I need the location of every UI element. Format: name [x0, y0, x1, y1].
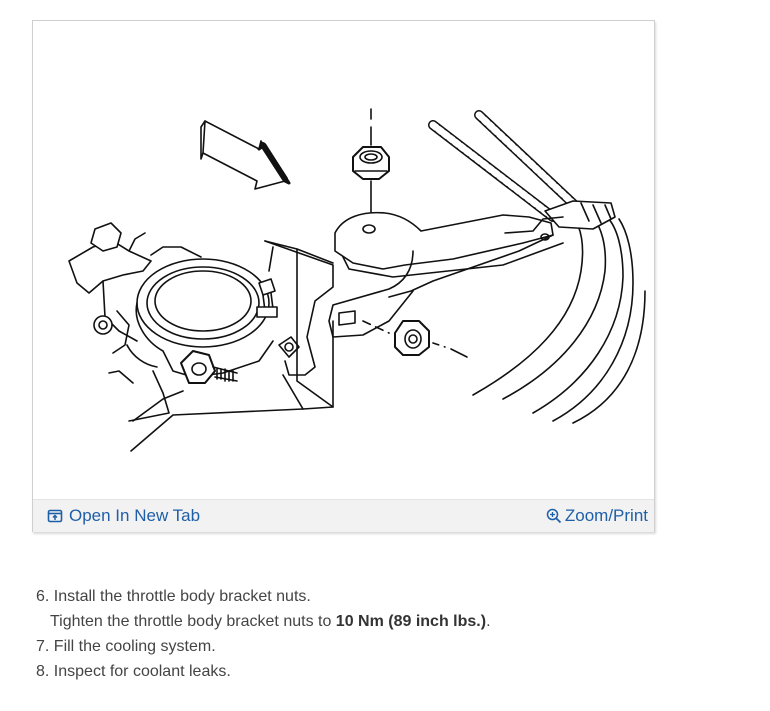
open-in-new-tab-label: Open In New Tab	[69, 506, 201, 525]
step-text: Inspect for coolant leaks.	[53, 663, 231, 680]
top-nut	[352, 108, 390, 226]
zoom-in-icon	[546, 508, 561, 524]
step-7: 7. Fill the cooling system.	[36, 634, 736, 659]
open-in-new-tab-button[interactable]: Open In New Tab	[47, 506, 200, 526]
step-6: 6. Install the throttle body bracket nut…	[36, 584, 736, 609]
illustration-figure: Open In New Tab Zoom/Print	[32, 20, 655, 532]
throttle-body	[68, 222, 334, 452]
side-nut	[362, 320, 468, 358]
detail-suffix: .	[486, 613, 491, 630]
step-number: 8.	[36, 663, 50, 680]
throttle-cables	[428, 110, 646, 424]
bracket-outline	[264, 240, 334, 410]
step-8: 8. Inspect for coolant leaks.	[36, 659, 736, 684]
throttle-cable-bracket	[328, 211, 564, 338]
step-number: 7.	[36, 638, 50, 655]
detail-prefix: Tighten the throttle body bracket nuts t…	[50, 613, 336, 630]
step-text: Install the throttle body bracket nuts.	[53, 588, 311, 605]
torque-spec: 10 Nm (89 inch lbs.)	[335, 613, 487, 630]
throttle-body-bracket-diagram	[68, 108, 646, 452]
figure-toolbar: Open In New Tab Zoom/Print	[33, 499, 654, 532]
direction-arrow	[200, 120, 291, 190]
zoom-print-button[interactable]: Zoom/Print	[546, 506, 648, 526]
zoom-print-label: Zoom/Print	[564, 506, 648, 525]
instruction-steps: 6. Install the throttle body bracket nut…	[36, 584, 736, 684]
step-text: Fill the cooling system.	[53, 638, 216, 655]
open-in-new-tab-icon	[47, 509, 63, 523]
step-number: 6.	[36, 588, 50, 605]
step-6-detail: Tighten the throttle body bracket nuts t…	[50, 609, 736, 634]
